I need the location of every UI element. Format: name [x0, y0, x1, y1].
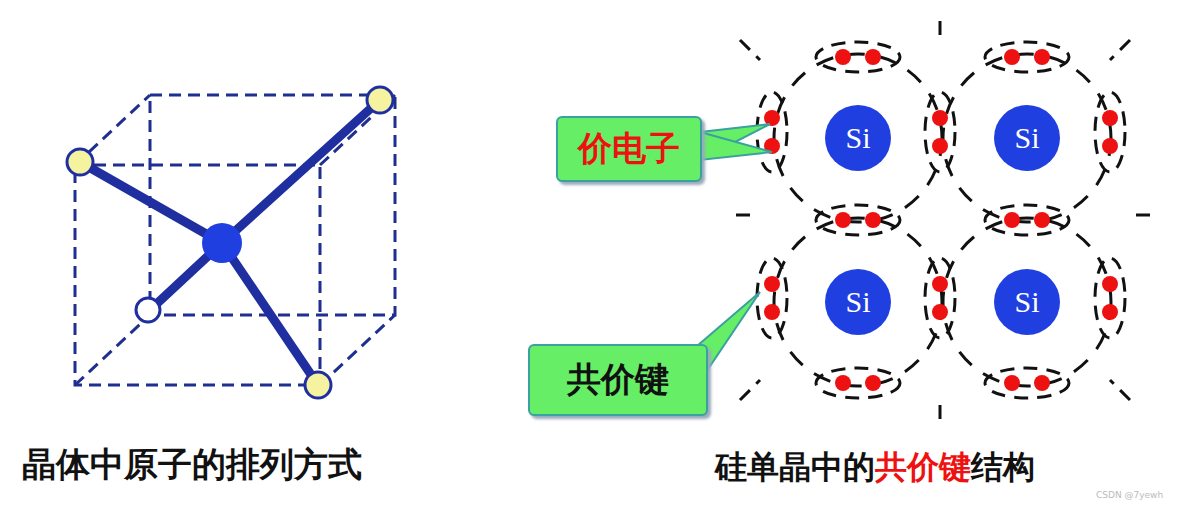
electron	[1102, 304, 1118, 320]
electron	[932, 138, 948, 154]
electron	[932, 276, 948, 292]
bond-outline	[774, 218, 942, 386]
electron	[1034, 375, 1050, 391]
electron	[865, 212, 881, 228]
bond-stub	[939, 405, 942, 425]
electron	[932, 304, 948, 320]
callout-box: 价电子	[556, 116, 702, 182]
electron	[1102, 138, 1118, 154]
electron	[865, 49, 881, 65]
bond-stub	[939, 15, 942, 35]
bond-outline	[943, 54, 1111, 222]
electron	[865, 375, 881, 391]
electron	[835, 49, 851, 65]
electron	[1004, 49, 1020, 65]
bond-outline	[943, 218, 1111, 386]
electron	[1102, 276, 1118, 292]
electron	[1034, 49, 1050, 65]
bond-outline	[774, 54, 942, 222]
bond-ellipse	[816, 368, 900, 398]
caption: 硅单晶中的	[715, 446, 875, 490]
callout-pointer	[700, 132, 772, 160]
si-atom: Si	[825, 105, 891, 171]
bond-stub	[736, 214, 756, 217]
si-atom: Si	[994, 269, 1060, 335]
atom-symbol: Si	[1014, 121, 1039, 155]
bond-stub	[1130, 214, 1150, 217]
electron	[932, 110, 948, 126]
callout-text: 共价键	[567, 357, 669, 403]
atom-symbol: Si	[1014, 285, 1039, 319]
electron	[764, 304, 780, 320]
caption: 晶体中原子的排列方式	[22, 442, 362, 488]
bond-ellipse	[985, 368, 1069, 398]
bonds	[80, 100, 380, 385]
lattice	[736, 15, 1150, 425]
electron	[1102, 110, 1118, 126]
electron	[835, 375, 851, 391]
bond-ellipse	[985, 42, 1069, 72]
bond-ellipse	[816, 205, 900, 235]
center-atom	[202, 223, 242, 263]
atom	[367, 87, 393, 113]
atom	[136, 298, 160, 322]
bond-ellipse	[757, 258, 787, 338]
bond-stub	[740, 380, 760, 400]
cube	[75, 95, 395, 385]
atom-symbol: Si	[845, 121, 870, 155]
bond-ellipse	[985, 205, 1069, 235]
electron	[835, 212, 851, 228]
atom	[305, 372, 331, 398]
bond-ellipse	[816, 42, 900, 72]
si-atom: Si	[994, 105, 1060, 171]
valence-electrons	[764, 49, 1118, 391]
callout-text: 价电子	[578, 126, 680, 172]
caption: 结构	[971, 446, 1035, 490]
atom-symbol: Si	[845, 285, 870, 319]
watermark: CSDN @7yewh	[1096, 490, 1163, 500]
electron	[1004, 375, 1020, 391]
bond-stub	[1110, 40, 1130, 60]
electron	[1004, 212, 1020, 228]
si-atom: Si	[825, 269, 891, 335]
bond-stub	[1110, 380, 1130, 400]
electron	[1034, 212, 1050, 228]
atom	[67, 149, 93, 175]
callout-box: 共价键	[528, 344, 708, 416]
bond-stub	[740, 40, 760, 60]
electron	[764, 276, 780, 292]
caption: 共价键	[875, 446, 971, 490]
